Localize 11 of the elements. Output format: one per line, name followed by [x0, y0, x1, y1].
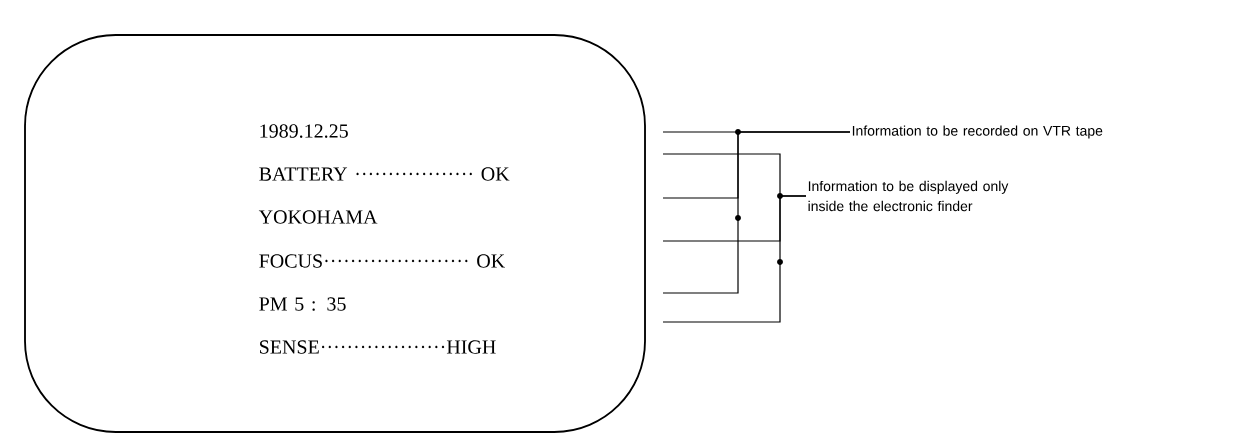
display-text: FOCUS······················ OK: [259, 254, 505, 268]
screen-frame: [24, 34, 646, 433]
annotation-text: Information to be displayed only inside the electronic finder: [808, 180, 1009, 212]
display-text: 1989.12.25: [260, 124, 348, 138]
display-text: BATTERY ·················· OK: [259, 167, 510, 181]
connector-line: [662, 131, 851, 294]
annotation-text: Information to be recorded on VTR tape: [852, 125, 1103, 139]
display-text: PM 5 : 35: [259, 297, 346, 311]
connector-line: [662, 195, 807, 323]
display-text: SENSE···················HIGH: [260, 340, 496, 354]
display-text: YOKOHAMA: [258, 210, 378, 224]
